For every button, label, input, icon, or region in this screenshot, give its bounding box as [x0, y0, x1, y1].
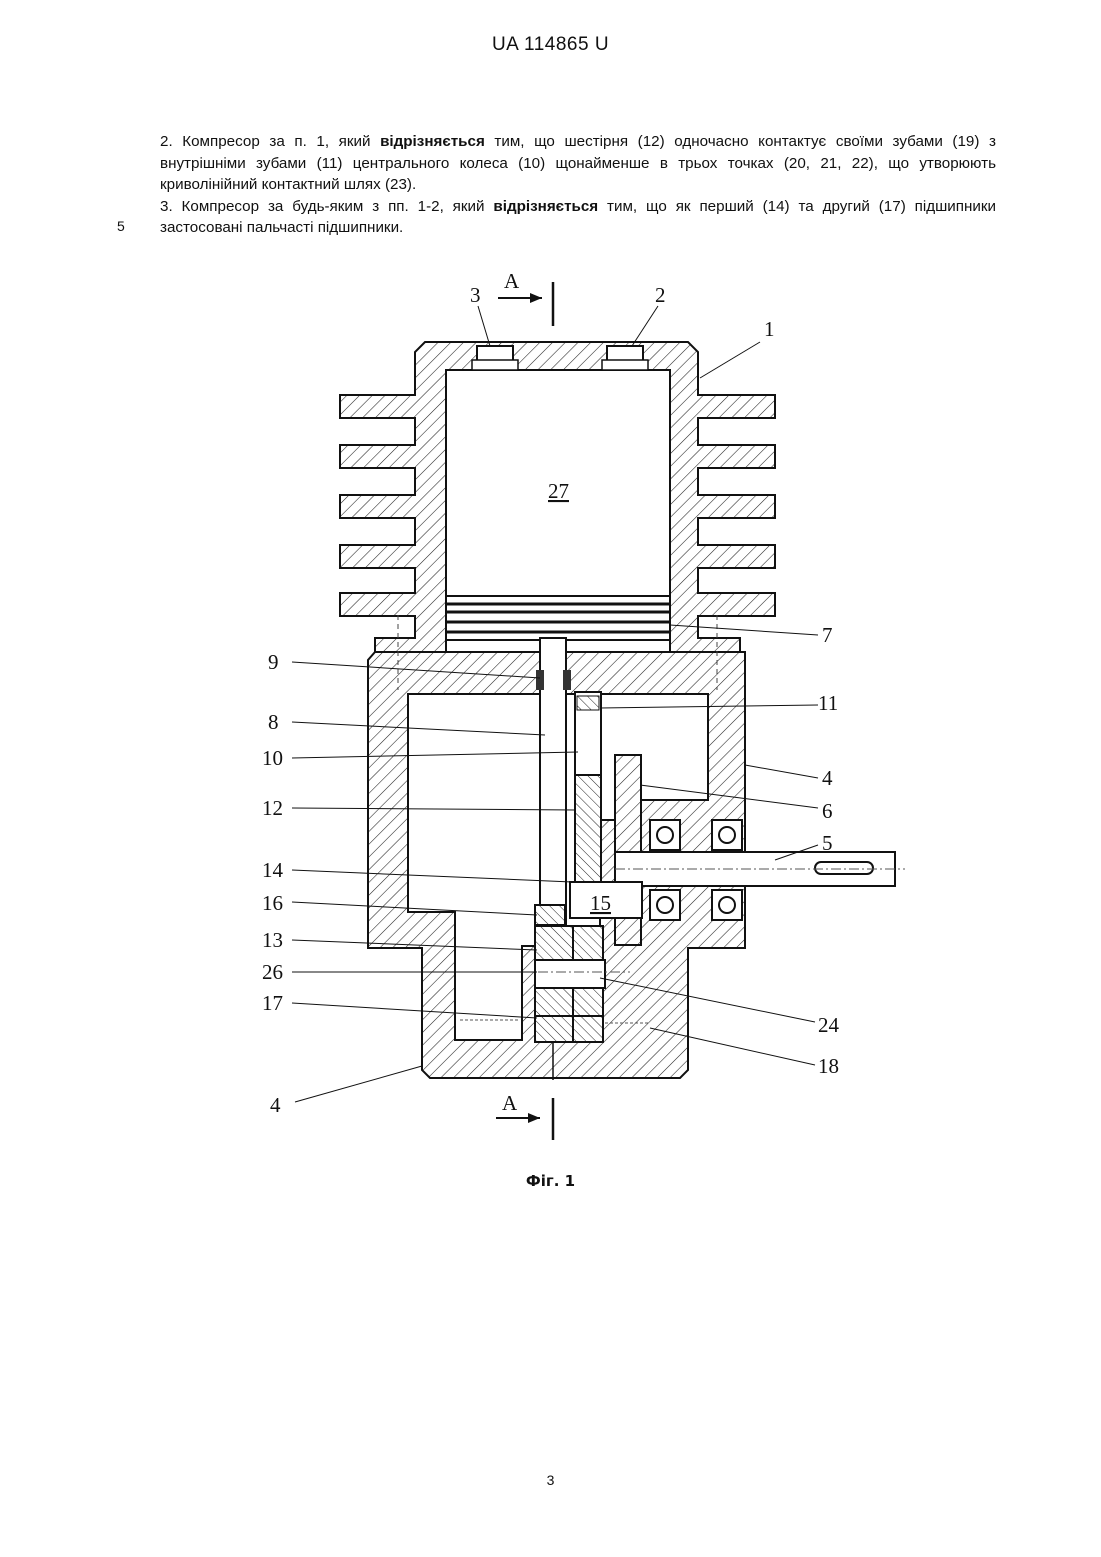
label-6: 6	[822, 799, 833, 823]
claim-3: 3. Компресор за будь-яким з пп. 1-2, яки…	[160, 196, 996, 239]
label-16: 16	[262, 891, 283, 915]
label-13: 13	[262, 928, 283, 952]
label-4-right: 4	[822, 766, 833, 790]
bearing-17	[535, 1016, 573, 1042]
label-10: 10	[262, 746, 283, 770]
label-8: 8	[268, 710, 279, 734]
section-marker-bottom: A	[502, 1091, 518, 1115]
document-header: UA 114865 U	[0, 34, 1101, 56]
claims-text: 2. Компресор за п. 1, який відрізняється…	[160, 131, 996, 239]
claim-2: 2. Компресор за п. 1, який відрізняється…	[160, 131, 996, 196]
label-11: 11	[818, 691, 838, 715]
label-9: 9	[268, 650, 279, 674]
body-label-27: 27	[548, 479, 569, 503]
label-4-bottom: 4	[270, 1093, 281, 1117]
figure-caption: Фіг. 1	[0, 1172, 1101, 1190]
label-1: 1	[764, 317, 775, 341]
line-number: 5	[117, 218, 125, 234]
page-number: 3	[0, 1472, 1101, 1488]
label-5: 5	[822, 831, 833, 855]
bearing-16	[535, 905, 565, 925]
gear-12	[575, 775, 601, 883]
label-12: 12	[262, 796, 283, 820]
label-2: 2	[655, 283, 666, 307]
compressor-figure: 15 A A 27 3 2 9 8 10 12 14 16 1	[240, 260, 910, 1140]
label-18: 18	[818, 1054, 839, 1078]
section-marker-top: A	[504, 269, 520, 293]
label-26: 26	[262, 960, 283, 984]
part-15-label: 15	[590, 891, 611, 915]
piston-rings	[446, 596, 670, 640]
label-3: 3	[470, 283, 481, 307]
label-7: 7	[822, 623, 833, 647]
label-17: 17	[262, 991, 283, 1015]
label-14: 14	[262, 858, 284, 882]
label-24: 24	[818, 1013, 840, 1037]
